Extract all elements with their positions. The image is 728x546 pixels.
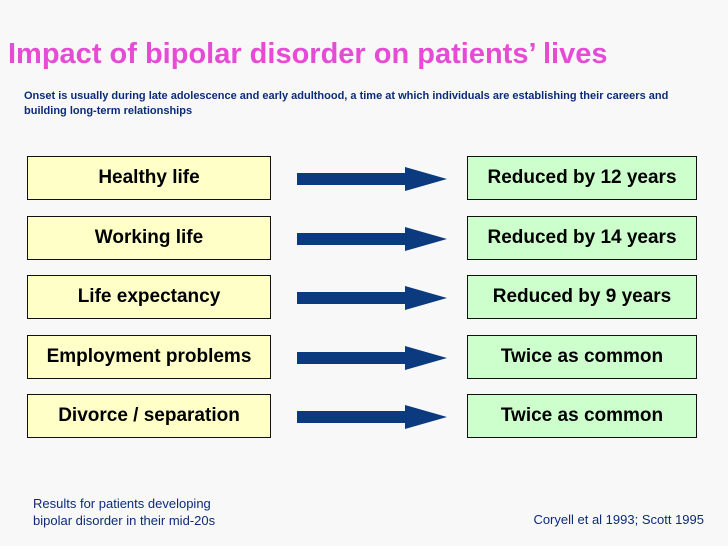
right-arrow-icon (297, 227, 447, 251)
impact-row-divorce-separation: Divorce / separation Twice as common (0, 394, 728, 440)
footnote-line-2: bipolar disorder in their mid-20s (33, 513, 216, 528)
row-result: Twice as common (467, 335, 697, 379)
impact-row-healthy-life: Healthy life Reduced by 12 years (0, 156, 728, 202)
footnote-left: Results for patients developing bipolar … (33, 495, 215, 529)
row-result: Reduced by 14 years (467, 216, 697, 260)
footnote-line-1: Results for patients developing (33, 496, 211, 511)
row-result: Twice as common (467, 394, 697, 438)
citation: Coryell et al 1993; Scott 1995 (533, 512, 704, 527)
impact-row-working-life: Working life Reduced by 14 years (0, 216, 728, 262)
impact-row-employment-problems: Employment problems Twice as common (0, 335, 728, 381)
right-arrow-icon (297, 167, 447, 191)
row-result: Reduced by 12 years (467, 156, 697, 200)
slide-title: Impact of bipolar disorder on patients’ … (8, 38, 608, 70)
row-label: Healthy life (27, 156, 271, 200)
impact-row-life-expectancy: Life expectancy Reduced by 9 years (0, 275, 728, 321)
row-result: Reduced by 9 years (467, 275, 697, 319)
right-arrow-icon (297, 286, 447, 310)
right-arrow-icon (297, 346, 447, 370)
row-label: Employment problems (27, 335, 271, 379)
row-label: Divorce / separation (27, 394, 271, 438)
right-arrow-icon (297, 405, 447, 429)
row-label: Working life (27, 216, 271, 260)
row-label: Life expectancy (27, 275, 271, 319)
slide-subtitle: Onset is usually during late adolescence… (24, 90, 669, 117)
